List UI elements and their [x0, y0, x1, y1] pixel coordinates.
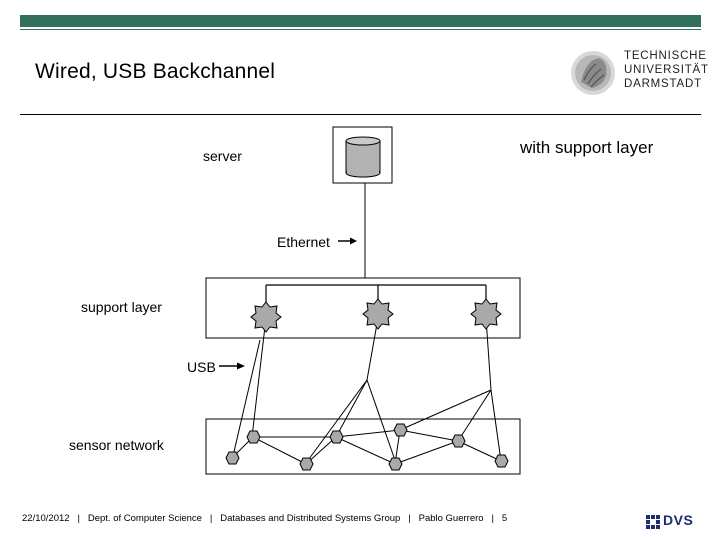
title-divider — [20, 114, 701, 115]
sensor-node-7 — [451, 434, 466, 448]
dvs-logo-text: DVS — [663, 512, 694, 528]
sensor-node-2 — [246, 430, 261, 444]
sensor-node-1 — [225, 451, 240, 465]
sensor-network-label: sensor network — [69, 437, 164, 453]
database-icon — [345, 136, 381, 178]
gateway-node-3 — [470, 298, 502, 330]
ethernet-arrowhead — [350, 237, 357, 245]
sensor-node-6 — [388, 457, 403, 471]
server-label: server — [203, 148, 242, 164]
support-layer-box — [205, 277, 521, 339]
sensor-node-3 — [299, 457, 314, 471]
dvs-logo-icon — [646, 515, 660, 529]
sensor-network-box — [205, 418, 521, 475]
header-accent-line — [20, 29, 701, 30]
footer-department: Dept. of Computer Science — [87, 513, 202, 524]
logo-line-1: TECHNISCHE — [624, 50, 707, 62]
sensor-node-8 — [494, 454, 509, 468]
footer-date: 22/10/2012 — [22, 513, 70, 524]
sensor-node-4 — [329, 430, 344, 444]
gateway-node-2 — [362, 298, 394, 330]
footer-author: Pablo Guerrero — [418, 513, 484, 524]
slide-footer: 22/10/2012 | Dept. of Computer Science |… — [22, 513, 508, 524]
usb-arrowhead — [237, 362, 245, 370]
tu-darmstadt-logo: TECHNISCHE UNIVERSITÄT DARMSTADT — [566, 42, 708, 104]
logo-line-2: UNIVERSITÄT — [624, 64, 709, 76]
athena-head-icon — [571, 51, 615, 95]
sensor-nodes — [225, 423, 509, 471]
sensor-mesh — [231, 429, 502, 465]
support-layer-label: support layer — [81, 299, 162, 315]
footer-group: Databases and Distributed Systems Group — [220, 513, 401, 524]
usb-cables — [232, 317, 502, 464]
footer-page-number: 5 — [501, 513, 508, 524]
ethernet-label: Ethernet — [277, 234, 330, 250]
gateway-nodes — [250, 298, 502, 333]
slide-title: Wired, USB Backchannel — [35, 60, 276, 83]
usb-label: USB — [187, 359, 216, 375]
slide-subtitle: with support layer — [520, 138, 654, 157]
header-accent-bar — [20, 15, 701, 27]
logo-line-3: DARMSTADT — [624, 78, 702, 90]
sensor-node-5 — [393, 423, 408, 437]
gateway-node-1 — [250, 301, 282, 333]
